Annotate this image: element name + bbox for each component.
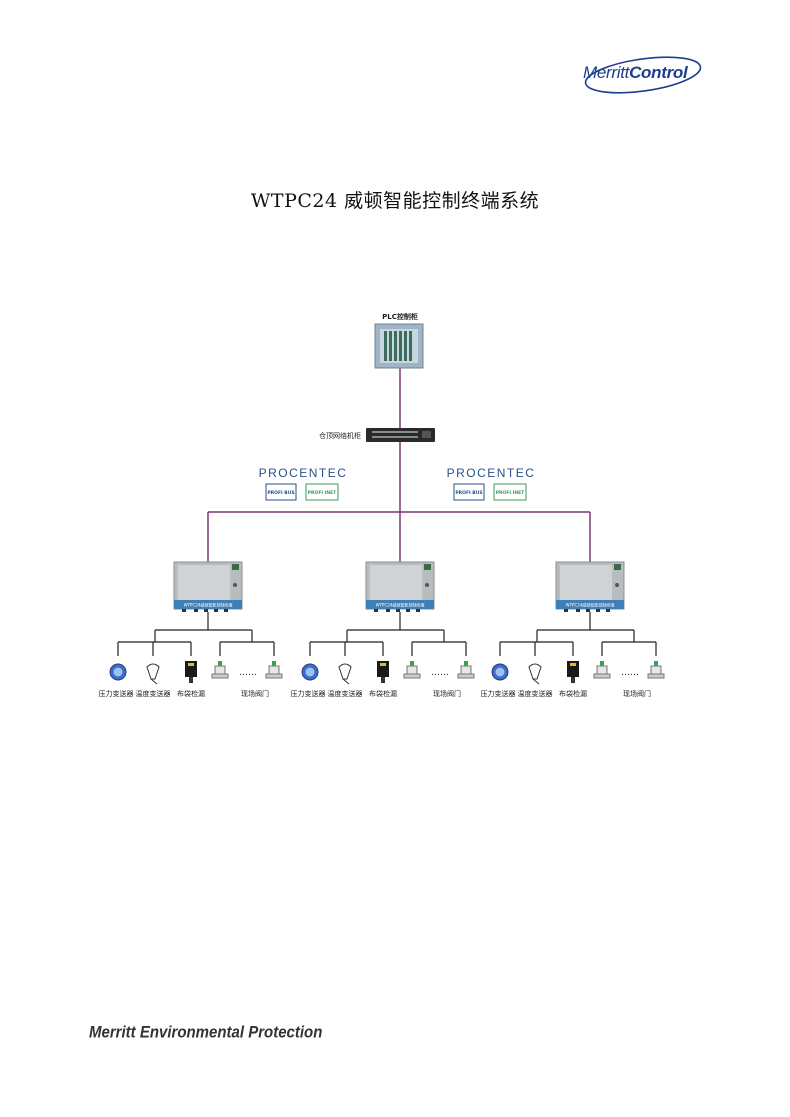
procentec-logo-left: PROCENTEC PROFI BUS PROFI INET (259, 466, 348, 501)
control-terminal-icon: WTPC24威顿智能控制终端 (555, 561, 625, 612)
bag-leak-detector-icon (185, 661, 197, 683)
valve-label: 现场阀门 (241, 689, 269, 698)
control-terminal-icon: WTPC24威顿智能控制终端 (173, 561, 243, 612)
device-tree-lines (499, 612, 657, 656)
temperature-transmitter-icon (146, 663, 160, 685)
terminal-panel-label: WTPC24威顿智能控制终端 (184, 602, 233, 608)
control-terminal-icon: WTPC24威顿智能控制终端 (365, 561, 435, 612)
network-switch-icon (366, 428, 435, 442)
bag-leak-detector-icon (377, 661, 389, 683)
field-valve-icon (403, 661, 421, 679)
bag-leak-detector-icon (567, 661, 579, 683)
temperature-transmitter-icon (338, 663, 352, 685)
footer-company: Merritt Environmental Protection (89, 1023, 323, 1042)
switch-label: 仓顶网络机柜 (319, 431, 361, 440)
more-devices-dots: …… (621, 668, 639, 678)
terminal-panel-label: WTPC24威顿智能控制终端 (566, 602, 615, 608)
field-valve-icon (593, 661, 611, 679)
pressure-transmitter-icon (109, 663, 127, 681)
pressure-label: 压力变送器 (99, 689, 134, 698)
logo-swoosh-icon (584, 56, 702, 94)
network-lines (207, 367, 591, 562)
bag-leak-label: 布袋检漏 (369, 689, 397, 698)
field-valve-icon (647, 661, 665, 679)
pressure-label: 压力变送器 (481, 689, 516, 698)
plc-cabinet-icon (374, 323, 424, 369)
pressure-transmitter-icon (491, 663, 509, 681)
merritt-control-logo: MerrittControl (583, 55, 718, 97)
plc-label: PLC控制柜 (382, 312, 418, 321)
svg-text:PROCENTEC: PROCENTEC (447, 466, 536, 480)
valve-label: 现场阀门 (433, 689, 461, 698)
terminal-group-1: WTPC24威顿智能控制终端 …… 压力变送器温度变送器布袋检漏 现场阀门 (99, 561, 283, 698)
bag-leak-label: 布袋检漏 (177, 689, 205, 698)
logo-text: MerrittControl (583, 63, 688, 82)
more-devices-dots: …… (239, 668, 257, 678)
field-valve-icon (211, 661, 229, 679)
terminal-panel-label: WTPC24威顿智能控制终端 (376, 602, 425, 608)
terminal-group-2: WTPC24威顿智能控制终端 …… 压力变送器温度变送器布袋检漏 现场阀门 (291, 561, 475, 698)
procentec-logo-right: PROCENTEC PROFI BUS PROFI INET (447, 466, 536, 501)
svg-text:PROFI BUS: PROFI BUS (267, 490, 294, 496)
svg-text:PROCENTEC: PROCENTEC (259, 466, 348, 480)
device-tree-lines (309, 612, 467, 656)
more-devices-dots: …… (431, 668, 449, 678)
temperature-label: 温度变送器 (518, 689, 553, 698)
device-tree-lines (117, 612, 275, 656)
pressure-transmitter-icon (301, 663, 319, 681)
svg-text:PROFI BUS: PROFI BUS (455, 490, 482, 496)
bag-leak-label: 布袋检漏 (559, 689, 587, 698)
pressure-label: 压力变送器 (291, 689, 326, 698)
temperature-transmitter-icon (528, 663, 542, 685)
field-valve-icon (265, 661, 283, 679)
page-title: WTPC24 威顿智能控制终端系统 (250, 190, 540, 212)
valve-label: 现场阀门 (623, 689, 651, 698)
field-valve-icon (457, 661, 475, 679)
svg-text:PROFI INET: PROFI INET (496, 490, 525, 496)
svg-text:PROFI INET: PROFI INET (308, 490, 337, 496)
temperature-label: 温度变送器 (328, 689, 363, 698)
terminal-group-3: WTPC24威顿智能控制终端 …… 压力变送器温度变送器布袋检漏 现场阀门 (481, 561, 665, 698)
temperature-label: 温度变送器 (136, 689, 171, 698)
